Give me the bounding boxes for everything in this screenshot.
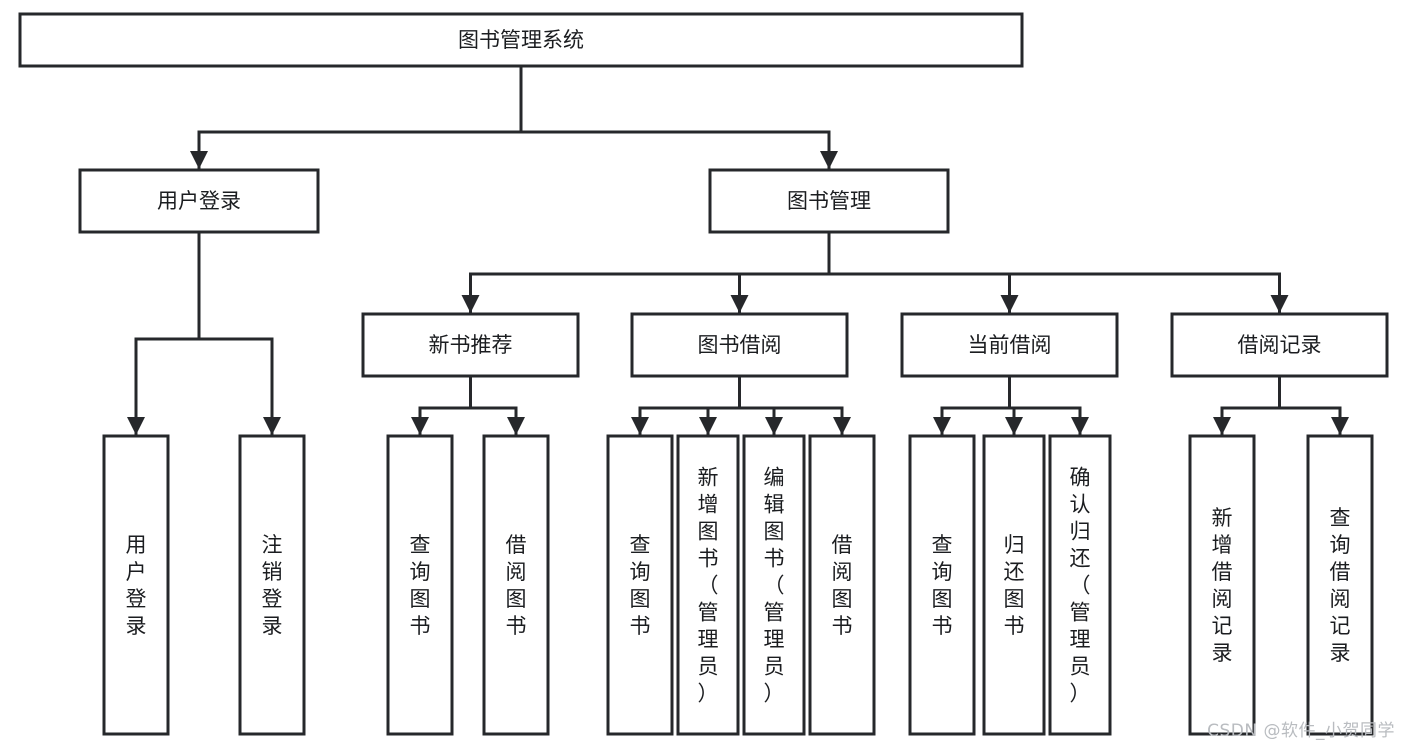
node-box-new-book-rec: [361, 312, 580, 378]
node-box-leaf-edit-book: [742, 434, 806, 736]
node-box-user-login: [78, 168, 320, 234]
node-label-leaf-borrow-book-1: 借阅图书: [506, 533, 527, 638]
node-label-book-borrow: 图书借阅: [698, 333, 782, 357]
node-box-leaf-logout: [238, 434, 306, 736]
node-leaf-logout[interactable]: 注销登录: [238, 434, 306, 736]
node-label-leaf-user-login: 用户登录: [126, 533, 147, 638]
node-new-book-rec[interactable]: 新书推荐: [361, 312, 580, 378]
node-book-borrow[interactable]: 图书借阅: [630, 312, 849, 378]
node-leaf-query-book-3[interactable]: 查询图书: [908, 434, 976, 736]
node-box-leaf-confirm-return: [1048, 434, 1112, 736]
node-box-current-borrow: [900, 312, 1119, 378]
node-book-manage[interactable]: 图书管理: [708, 168, 950, 234]
node-box-leaf-borrow-book-1: [482, 434, 550, 736]
nodes-layer: 图书管理系统用户登录图书管理新书推荐图书借阅当前借阅借阅记录用户登录注销登录查询…: [18, 12, 1389, 736]
node-box-borrow-record: [1170, 312, 1389, 378]
node-current-borrow[interactable]: 当前借阅: [900, 312, 1119, 378]
node-label-leaf-query-book-3: 查询图书: [932, 533, 953, 638]
node-box-leaf-add-book: [676, 434, 740, 736]
connectors-layer: [127, 64, 1349, 436]
node-label-leaf-query-book-2: 查询图书: [630, 533, 651, 638]
node-box-leaf-query-book-3: [908, 434, 976, 736]
node-label-user-login: 用户登录: [157, 189, 241, 213]
node-leaf-borrow-book-2[interactable]: 借阅图书: [808, 434, 876, 736]
node-box-leaf-query-book-2: [606, 434, 674, 736]
node-leaf-add-record[interactable]: 新增借阅记录: [1188, 434, 1256, 736]
node-label-leaf-add-book: 新增图书（管理员）: [698, 466, 719, 706]
node-root[interactable]: 图书管理系统: [18, 12, 1024, 68]
node-box-leaf-user-login: [102, 434, 170, 736]
node-leaf-query-record[interactable]: 查询借阅记录: [1306, 434, 1374, 736]
node-box-leaf-borrow-book-2: [808, 434, 876, 736]
node-borrow-record[interactable]: 借阅记录: [1170, 312, 1389, 378]
node-leaf-query-book-2[interactable]: 查询图书: [606, 434, 674, 736]
node-label-current-borrow: 当前借阅: [968, 333, 1052, 357]
node-label-root: 图书管理系统: [458, 28, 584, 52]
node-label-leaf-confirm-return: 确认归还（管理员）: [1070, 466, 1091, 706]
node-label-leaf-add-record: 新增借阅记录: [1212, 506, 1233, 665]
node-box-leaf-return-book: [982, 434, 1046, 736]
node-leaf-query-book-1[interactable]: 查询图书: [386, 434, 454, 736]
node-leaf-user-login[interactable]: 用户登录: [102, 434, 170, 736]
node-label-new-book-rec: 新书推荐: [429, 333, 513, 357]
node-label-leaf-return-book: 归还图书: [1004, 533, 1025, 638]
node-label-leaf-edit-book: 编辑图书（管理员）: [764, 466, 785, 706]
node-user-login[interactable]: 用户登录: [78, 168, 320, 234]
node-leaf-confirm-return[interactable]: 确认归还（管理员）: [1048, 434, 1112, 736]
node-label-leaf-query-record: 查询借阅记录: [1330, 506, 1351, 665]
node-label-leaf-logout: 注销登录: [262, 533, 283, 638]
node-leaf-add-book[interactable]: 新增图书（管理员）: [676, 434, 740, 736]
node-leaf-borrow-book-1[interactable]: 借阅图书: [482, 434, 550, 736]
node-leaf-return-book[interactable]: 归还图书: [982, 434, 1046, 736]
node-box-leaf-add-record: [1188, 434, 1256, 736]
node-box-book-manage: [708, 168, 950, 234]
node-box-book-borrow: [630, 312, 849, 378]
node-label-borrow-record: 借阅记录: [1238, 333, 1322, 357]
node-label-leaf-borrow-book-2: 借阅图书: [832, 533, 853, 638]
node-label-book-manage: 图书管理: [787, 189, 871, 213]
node-box-leaf-query-record: [1306, 434, 1374, 736]
node-box-leaf-query-book-1: [386, 434, 454, 736]
node-box-root: [18, 12, 1024, 68]
node-leaf-edit-book[interactable]: 编辑图书（管理员）: [742, 434, 806, 736]
node-label-leaf-query-book-1: 查询图书: [410, 533, 431, 638]
